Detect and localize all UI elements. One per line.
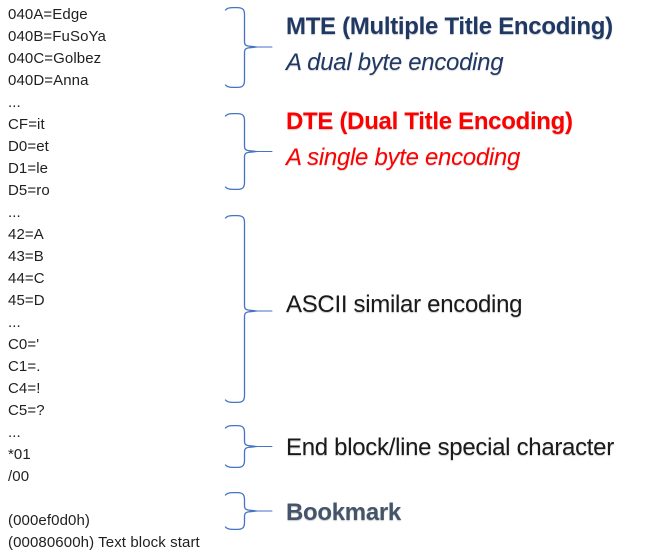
brace-dte-group — [224, 112, 258, 191]
code-line: ... — [8, 94, 21, 111]
code-line: D1=le — [8, 160, 49, 177]
brace-mte-group — [224, 6, 258, 89]
brace-ascii-group — [224, 214, 258, 404]
code-line: 040D=Anna — [8, 72, 89, 89]
code-line: 43=B — [8, 248, 44, 265]
code-line: /00 — [8, 468, 30, 485]
code-line: 45=D — [8, 292, 45, 309]
code-line: ... — [8, 314, 21, 331]
mte-subtitle-label: A dual byte encoding — [286, 49, 504, 76]
code-line: C0=' — [8, 336, 40, 353]
code-line: (00080600h) Text block start — [8, 534, 200, 551]
code-line: (000ef0d0h) — [8, 512, 90, 529]
brace-bookmark-group — [224, 491, 258, 531]
code-line: 040B=FuSoYa — [8, 28, 106, 45]
code-line: *01 — [8, 446, 31, 463]
code-line: ... — [8, 204, 21, 221]
dte-title-label: DTE (Dual Title Encoding) — [286, 108, 573, 135]
code-line: 040C=Golbez — [8, 50, 102, 67]
mte-title-label: MTE (Multiple Title Encoding) — [286, 13, 613, 40]
code-line: 44=C — [8, 270, 45, 287]
end-block-label: End block/line special character — [286, 434, 614, 461]
code-listing: 040A=Edge 040B=FuSoYa 040C=Golbez 040D=Anna… — [8, 4, 200, 554]
code-line: D5=ro — [8, 182, 50, 199]
code-line: 42=A — [8, 226, 44, 243]
code-line: ... — [8, 424, 21, 441]
code-line: C1=. — [8, 358, 41, 375]
code-line: CF=it — [8, 116, 45, 133]
code-line: D0=et — [8, 138, 49, 155]
bookmark-label: Bookmark — [286, 499, 401, 526]
code-line: 040A=Edge — [8, 6, 88, 23]
ascii-encoding-label: ASCII similar encoding — [286, 291, 523, 318]
code-line: C5=? — [8, 402, 45, 419]
brace-endblock-group — [224, 424, 258, 469]
dte-subtitle-label: A single byte encoding — [286, 144, 521, 171]
code-line: C4=! — [8, 380, 41, 397]
